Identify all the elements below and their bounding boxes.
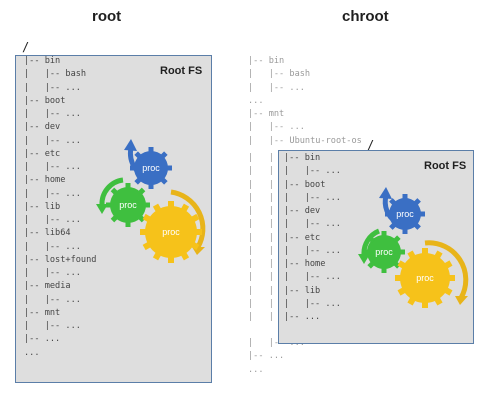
root-tree-line: | |-- ... [24, 268, 81, 278]
root-tree-line: |-- ... [24, 334, 61, 345]
root-slash: / [22, 40, 30, 54]
root-tree-line: | |-- ... [24, 82, 81, 93]
blue-arrowhead-icon [124, 139, 137, 151]
chroot-inner-tree-line: |-- home [284, 259, 326, 269]
right-tree-rails: | | | | | | | | | | | | | | | | | | | | … [248, 152, 289, 324]
root-tree-line: | |-- ... [24, 135, 81, 146]
root-tree-line: |-- etc [24, 148, 61, 159]
chroot-inner-tree-line: |-- boot [284, 179, 326, 190]
chroot-inner-tree-line: | |-- ... [284, 298, 341, 309]
blue-gear-icon [130, 147, 172, 189]
chroot-tree-rail-line: | | [248, 245, 290, 256]
green-gear-icon [363, 231, 405, 273]
chroot-inner-tree-line: |-- lib [284, 285, 321, 296]
root-tree-line: | |-- ... [24, 321, 81, 331]
root-tree-line: |-- mnt [24, 307, 61, 318]
chroot-inner-tree-line: |-- ... [284, 312, 321, 322]
root-tree-line: | |-- bash [24, 69, 87, 80]
yellow-arrowhead-icon [455, 296, 468, 305]
root-tree-line: |-- lost+found [24, 254, 97, 265]
chroot-tree-rail-line: | | [248, 166, 290, 177]
chroot-tree-rail-line: | | [248, 192, 290, 203]
root-tree-line: | |-- ... [24, 109, 81, 119]
chroot-inner-tree-line: |-- bin [284, 153, 321, 163]
chroot-tree-line: ... [248, 95, 264, 106]
root-tree-line: |-- boot [24, 95, 66, 106]
right-tree-inner: |-- bin | |-- ... |-- boot | |-- ... |-- dev… [284, 152, 341, 324]
chroot-tree-rail-line: | | [248, 153, 290, 163]
root-tree-line: | |-- ... [24, 162, 81, 172]
yellow-gear-icon [140, 201, 202, 263]
chroot-fs-label: Root FS [424, 160, 467, 172]
root-tree-line: |-- lib64 [24, 228, 71, 239]
root-tree-line: |-- dev [24, 122, 61, 133]
chroot-inner-tree-line: | |-- ... [284, 245, 341, 256]
root-tree-line: | |-- ... [24, 241, 81, 252]
chroot-tree-line: |-- bin [248, 56, 285, 66]
green-gear-icon [106, 183, 150, 227]
chroot-tree-rail-line: | | [248, 179, 290, 190]
chroot-slash: / [367, 138, 375, 152]
chroot-tree-rail-line: | | [248, 312, 290, 322]
chroot-inner-tree-line: | |-- ... [284, 219, 341, 230]
left-tree: |-- bin | |-- bash | |-- ... |-- boot | |-- … [24, 55, 96, 360]
green-proc-label: proc [375, 247, 393, 257]
chroot-tree-rail-line: | | [248, 285, 290, 296]
chroot-tree-line: | |-- ... [248, 82, 305, 93]
right-tree-top: |-- bin | |-- bash | |-- ...... |-- mnt | |-… [248, 55, 362, 148]
chroot-tree-rail-line: | | [248, 219, 290, 230]
yellow-proc-label: proc [162, 227, 180, 237]
root-heading: root [92, 8, 122, 25]
right-process-gears: proc proc proc [358, 187, 469, 308]
green-arrowhead-icon [96, 204, 108, 214]
chroot-tree-rail-line: | | [248, 298, 290, 309]
chroot-tree-line: | |-- bash [248, 69, 311, 80]
root-tree-line: | |-- ... [24, 294, 81, 305]
root-fs-label: Root FS [160, 65, 203, 77]
chroot-inner-tree-line: |-- dev [284, 206, 321, 216]
yellow-gear-icon [395, 248, 455, 308]
chroot-tree-line: | |-- ... [248, 122, 305, 133]
green-proc-label: proc [119, 200, 137, 210]
blue-arrowhead-icon [379, 187, 392, 199]
chroot-tree-line: ... [248, 364, 264, 375]
root-tree-line: | |-- ... [24, 215, 81, 225]
left-process-gears: proc proc proc [96, 139, 206, 263]
chroot-inner-tree-line: |-- etc [284, 232, 321, 243]
blue-proc-label: proc [396, 209, 414, 219]
blue-proc-label: proc [142, 163, 160, 173]
chroot-tree-line: |-- mnt [248, 109, 285, 119]
green-arrow-icon [99, 177, 124, 206]
root-tree-line: | |-- ... [24, 188, 81, 199]
chroot-tree-rail-line: | | [248, 206, 290, 216]
chroot-inner-tree-line: | |-- ... [284, 272, 341, 283]
root-tree-line: |-- bin [24, 56, 61, 66]
yellow-proc-label: proc [416, 273, 434, 283]
root-tree-line: ... [24, 347, 40, 358]
chroot-tree-rail-line: | | [248, 272, 290, 283]
chroot-tree-rail-line: | | [248, 232, 290, 243]
root-tree-line: |-- lib [24, 201, 61, 212]
chroot-tree-line: | |-- Ubuntu-root-os [248, 135, 362, 146]
chroot-tree-rail-line: | | [248, 259, 290, 269]
chroot-tree-line: |-- ... [248, 351, 285, 362]
chroot-inner-tree-line: | |-- ... [284, 166, 341, 177]
yellow-arrow-icon [424, 240, 469, 300]
green-arrowhead-icon [358, 254, 370, 264]
yellow-arrow-icon [170, 189, 206, 249]
blue-gear-icon [385, 194, 425, 234]
chroot-heading: chroot [342, 8, 389, 25]
chroot-inner-tree-line: | |-- ... [284, 192, 341, 203]
root-tree-line: |-- media [24, 281, 71, 292]
root-tree-line: |-- home [24, 175, 66, 186]
